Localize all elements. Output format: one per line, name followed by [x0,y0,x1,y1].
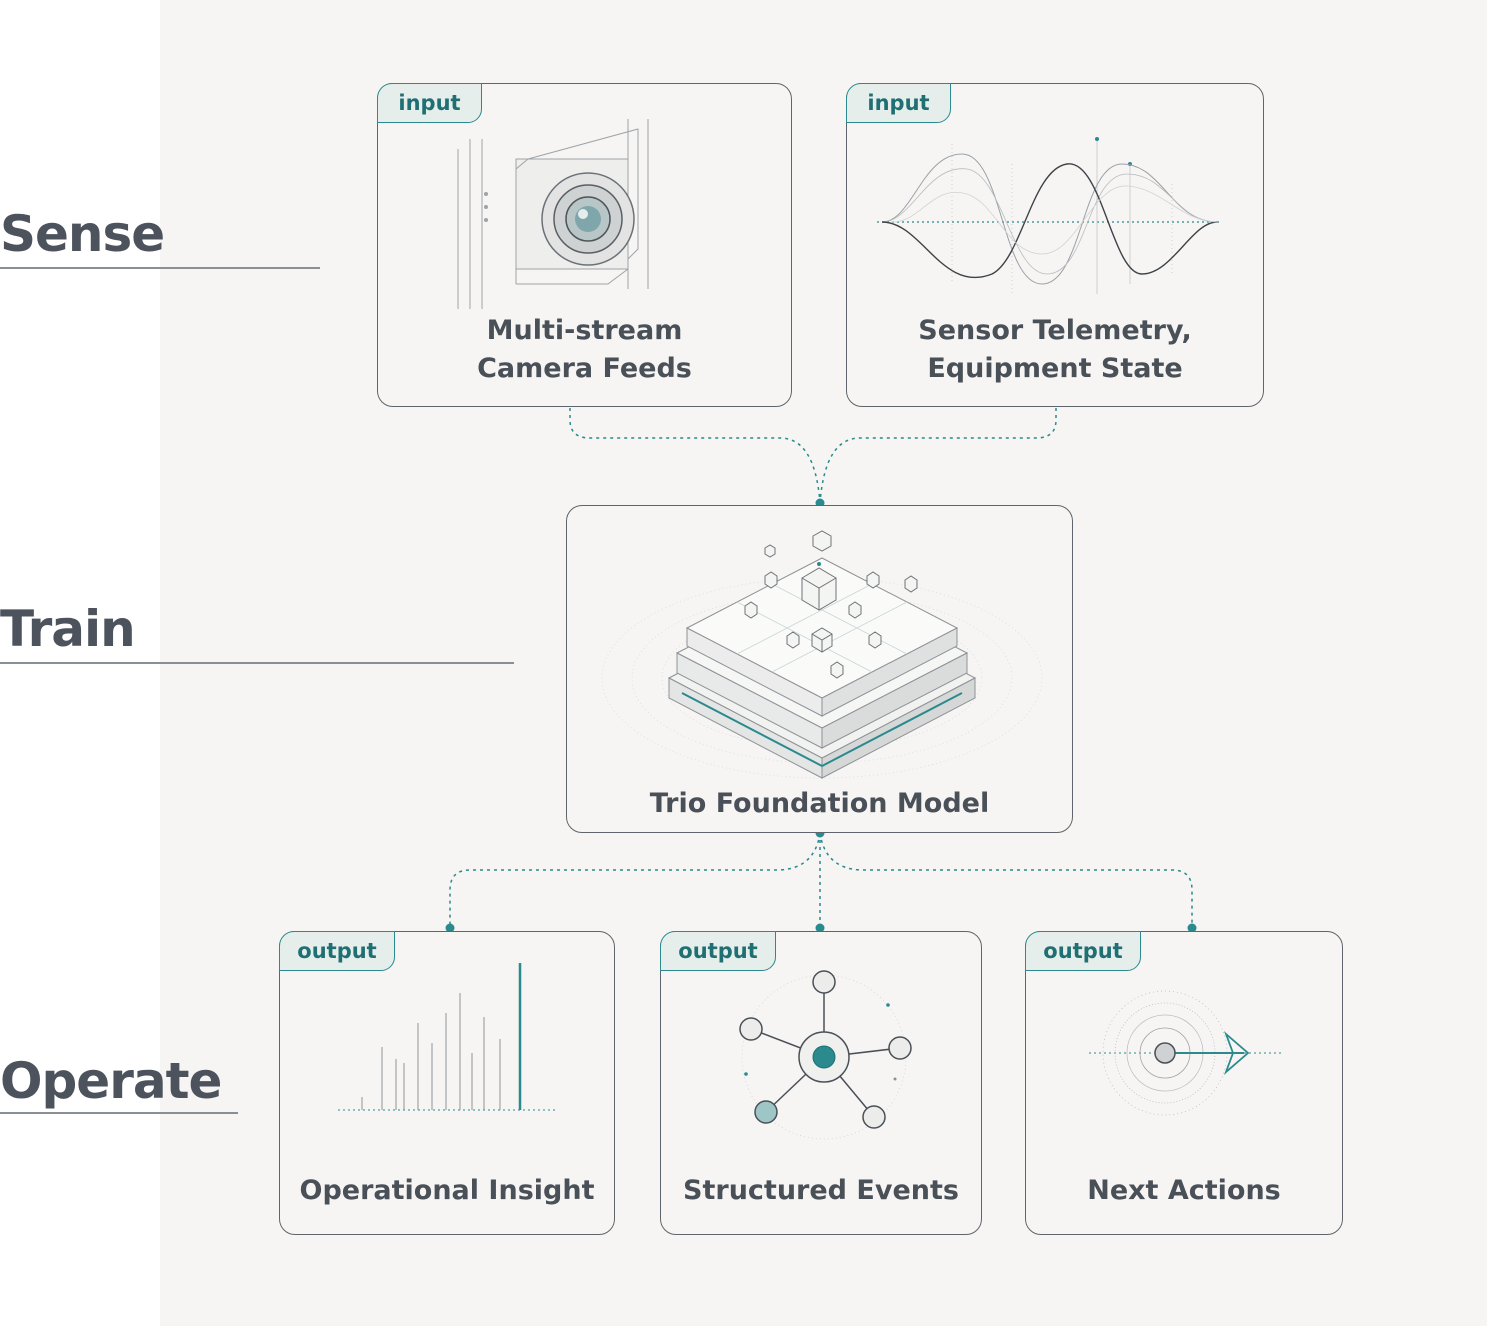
input-card-label-line1: Sensor Telemetry, [918,315,1192,346]
input-card-camera: input Multi-stream Camera Feeds [377,83,792,407]
input-card-label-line2: Equipment State [927,353,1183,384]
output-node-2 [815,923,825,933]
output-tag: output [279,931,395,971]
input-tag: input [846,83,951,123]
bar-chart-illustration-icon [338,963,555,1111]
network-graph-illustration-icon [739,970,912,1140]
output-tag: output [660,931,776,971]
input-card-telemetry: input Sensor Telemetry, Equipment State [846,83,1264,407]
stage-label-sense: Sense [0,205,165,263]
output-card-actions: output Next Actions [1025,931,1343,1235]
foundation-model-stack-icon [601,530,1043,779]
stage-divider-operate [0,1112,238,1114]
stage-divider-sense [0,267,320,269]
input-tag: input [377,83,482,123]
target-arrow-illustration-icon [1089,990,1281,1116]
input-card-label-line1: Multi-stream [486,315,683,346]
stage-divider-train [0,662,514,664]
camera-illustration-icon [457,119,649,309]
output-card-events: output Structured Events [660,931,982,1235]
model-card-label: Trio Foundation Model [649,788,990,819]
waveform-illustration-icon [877,137,1222,294]
output-card-insight: output Operational Insight [279,931,615,1235]
output-node-1 [445,923,455,933]
output-card-label: Structured Events [683,1175,959,1206]
model-card: Trio Foundation Model [566,505,1073,833]
output-card-label: Next Actions [1087,1175,1281,1206]
output-card-label: Operational Insight [299,1175,595,1206]
output-node-3 [1187,923,1197,933]
input-card-label-line2: Camera Feeds [477,353,692,384]
output-tag: output [1025,931,1141,971]
stage-label-train: Train [0,600,136,658]
stage-label-operate: Operate [0,1052,222,1110]
